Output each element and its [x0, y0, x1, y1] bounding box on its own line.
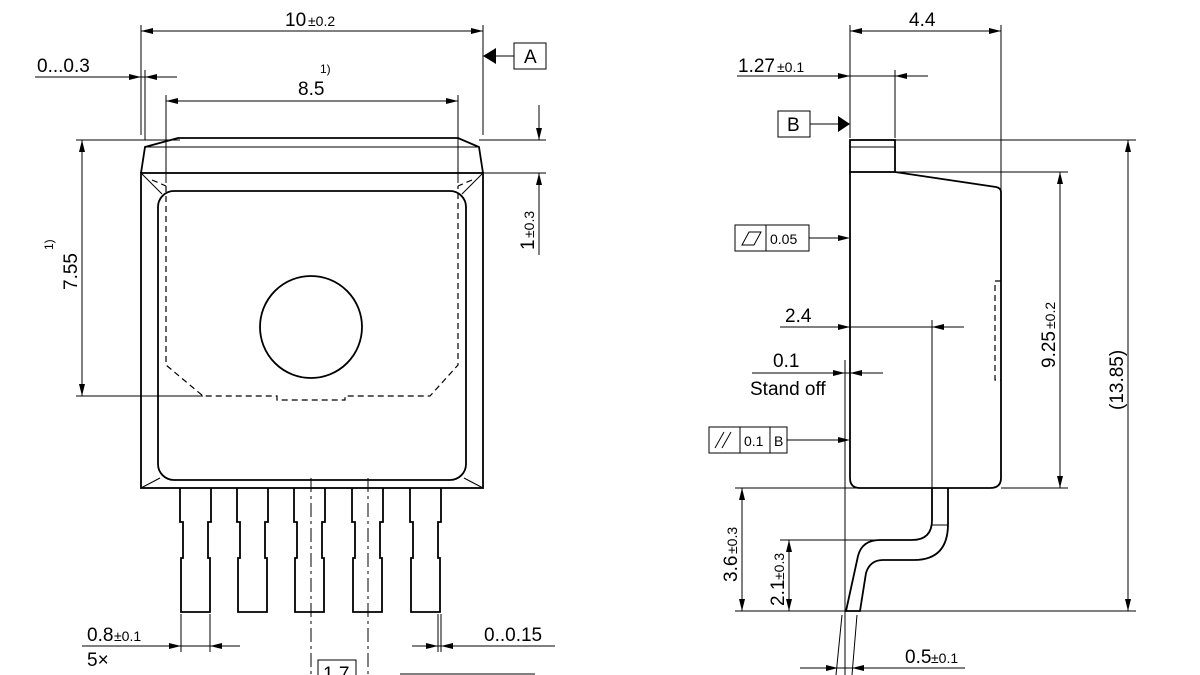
dim-thickness: 4.4: [909, 10, 936, 31]
dim-tab-height-tol: ±0.3: [521, 211, 537, 238]
dim-body-height-main: 9.25: [1039, 331, 1060, 368]
datum-b-label: B: [787, 115, 800, 136]
dim-lead-width-main: 0.8: [87, 625, 113, 646]
dim-lead-height-tol: ±0.3: [724, 527, 740, 554]
dim-pitch: 1.7: [323, 664, 349, 675]
flatness-value: 0.05: [770, 231, 797, 247]
dim-offset-24: 2.4: [785, 306, 812, 327]
dim-lead-width-tol: ±0.1: [114, 628, 141, 644]
dim-height: 7.55: [61, 253, 82, 290]
side-tab: [849, 139, 896, 173]
dim-width-tol: ±0.2: [308, 13, 335, 29]
front-body-outline: [140, 172, 484, 489]
datum-a-label: A: [524, 47, 537, 68]
dim-lead-height-main: 3.6: [721, 556, 742, 582]
parallelism-value: 0.1: [744, 433, 764, 449]
dim-inner-width-note: 1): [320, 62, 331, 76]
dim-lead-bend-tol: ±0.3: [771, 553, 787, 580]
front-tab-outline: [140, 137, 484, 174]
side-view: 4.4 1.27 ±0.1 B 0.05 2.4 0.1 Stand off: [708, 10, 1136, 675]
dim-lead-offset: 0..0.15: [484, 625, 542, 646]
datum-b-triangle: [838, 116, 850, 132]
lead-2: [236, 488, 269, 613]
dim-total-height: (13.85): [1107, 350, 1128, 410]
side-lead: [844, 488, 949, 612]
side-body-outline: [849, 171, 1002, 489]
front-exposed-pad-outline: [165, 186, 459, 401]
dim-lead-thickness-main: 0.5: [905, 647, 931, 668]
dim-offset: 0...0.3: [37, 56, 90, 77]
lead-3: [293, 488, 326, 613]
dim-inner-width: 8.5: [298, 79, 324, 100]
dim-body-height-tol: ±0.2: [1042, 302, 1058, 329]
dim-tab-thickness-main: 1.27: [738, 56, 775, 77]
parallelism-datum: B: [774, 433, 783, 449]
dim-standoff-label: Stand off: [750, 379, 826, 400]
front-view: 10 ±0.2 A 0...0.3 8.5 1) 7.55 1): [35, 10, 555, 675]
dim-height-note: 1): [42, 239, 56, 250]
side-slot: [994, 280, 1001, 381]
front-heatsink-outline: [157, 190, 467, 481]
dim-tab-height-main: 1: [518, 239, 539, 250]
front-mounting-circle: [259, 275, 363, 379]
dim-width-main: 10: [285, 10, 306, 31]
lead-5: [409, 488, 442, 613]
dim-lead-bend-main: 2.1: [768, 580, 789, 606]
dim-lead-thickness-tol: ±0.1: [931, 650, 958, 666]
dim-lead-count: 5×: [87, 650, 109, 671]
dim-standoff: 0.1: [773, 351, 799, 372]
datum-a-triangle: [483, 48, 496, 64]
lead-1: [179, 488, 212, 613]
dim-tab-thickness-tol: ±0.1: [777, 59, 804, 75]
